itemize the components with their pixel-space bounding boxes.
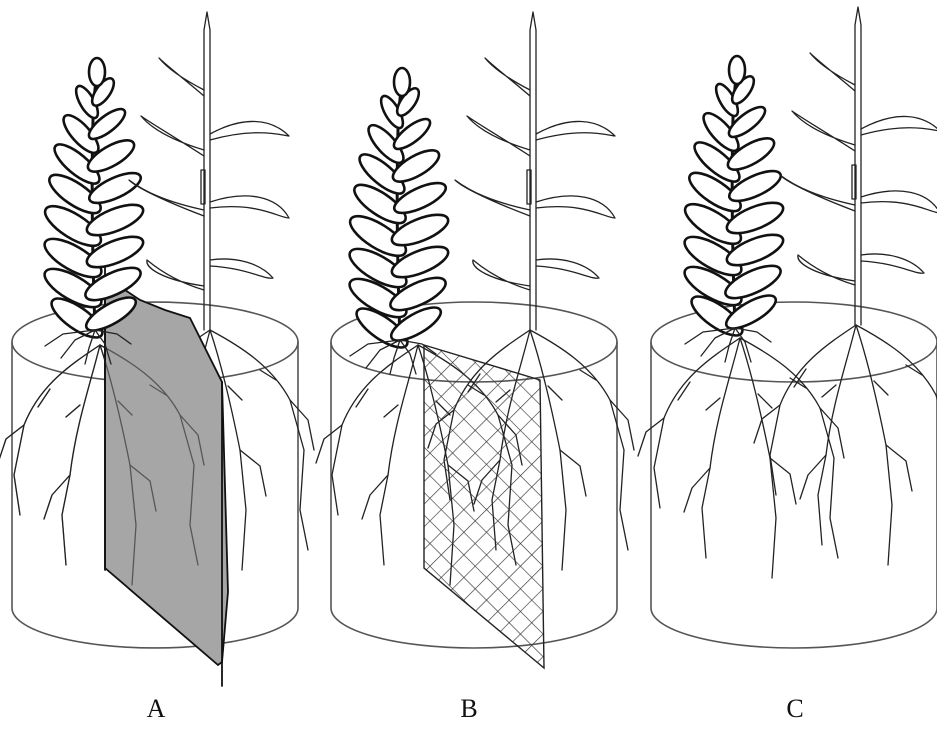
legume-plant (344, 68, 452, 374)
legume-plant (679, 56, 787, 362)
maize-plant (455, 12, 615, 330)
mesh-barrier (424, 345, 544, 668)
solid-barrier (105, 288, 228, 665)
pot-cylinder (651, 302, 937, 648)
panel-label-b: B (449, 694, 489, 724)
panel-a-solid-barrier (0, 12, 314, 686)
panel-label-a: A (136, 694, 176, 724)
panel-b-mesh-barrier (316, 12, 634, 668)
maize-plant (129, 12, 289, 330)
panel-label-c: C (775, 694, 815, 724)
maize-plant (780, 7, 937, 325)
panel-c-no-barrier (638, 7, 937, 648)
